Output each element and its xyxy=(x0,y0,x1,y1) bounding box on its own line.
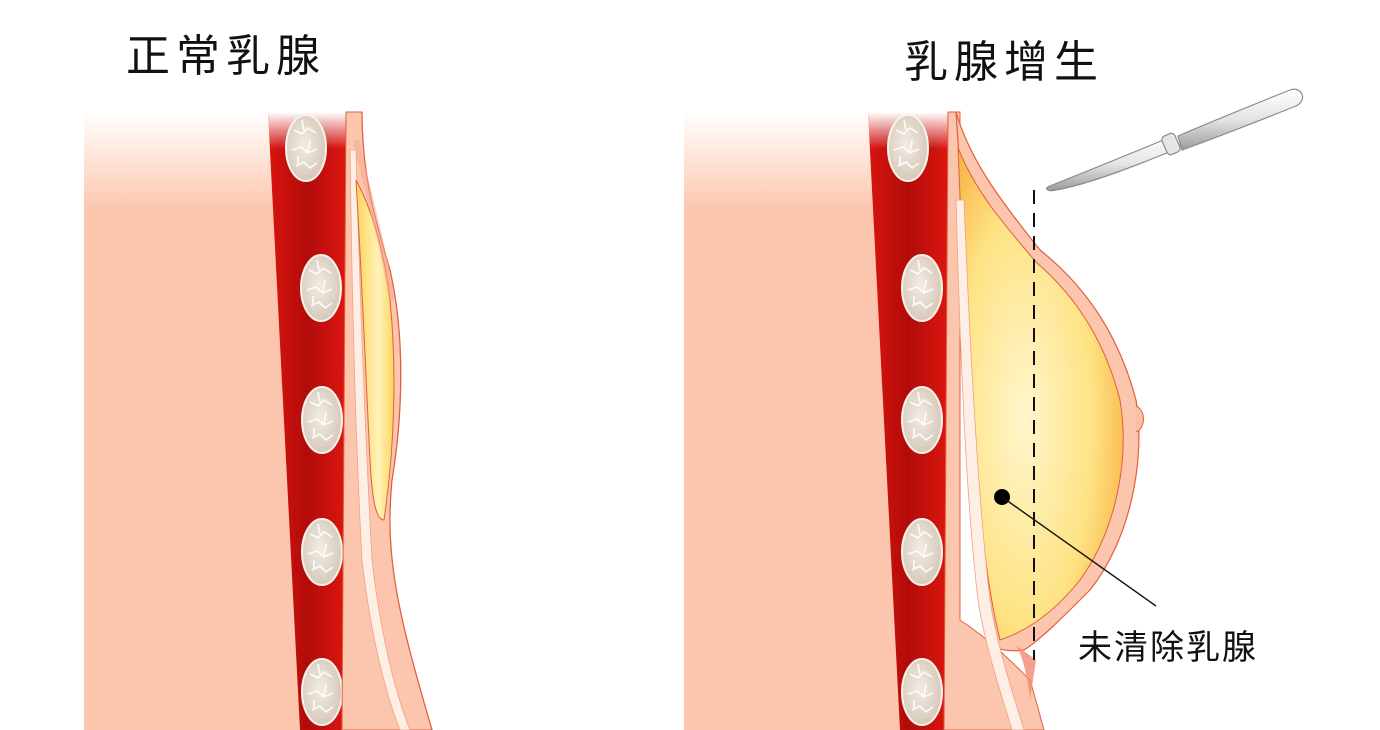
title-breast-hyperplasia: 乳腺增生 xyxy=(904,37,1104,88)
callout-label-residual-gland: 未清除乳腺 xyxy=(1078,628,1258,668)
panel-normal xyxy=(84,100,433,730)
chest-tissue xyxy=(84,112,300,730)
callout-leader-line xyxy=(1001,496,1157,607)
title-normal-breast: 正常乳腺 xyxy=(126,31,326,82)
knife-icon xyxy=(1046,88,1304,192)
panel-hyperplasia xyxy=(684,100,1157,730)
nipple xyxy=(1135,405,1144,433)
chest-tissue xyxy=(684,112,900,730)
